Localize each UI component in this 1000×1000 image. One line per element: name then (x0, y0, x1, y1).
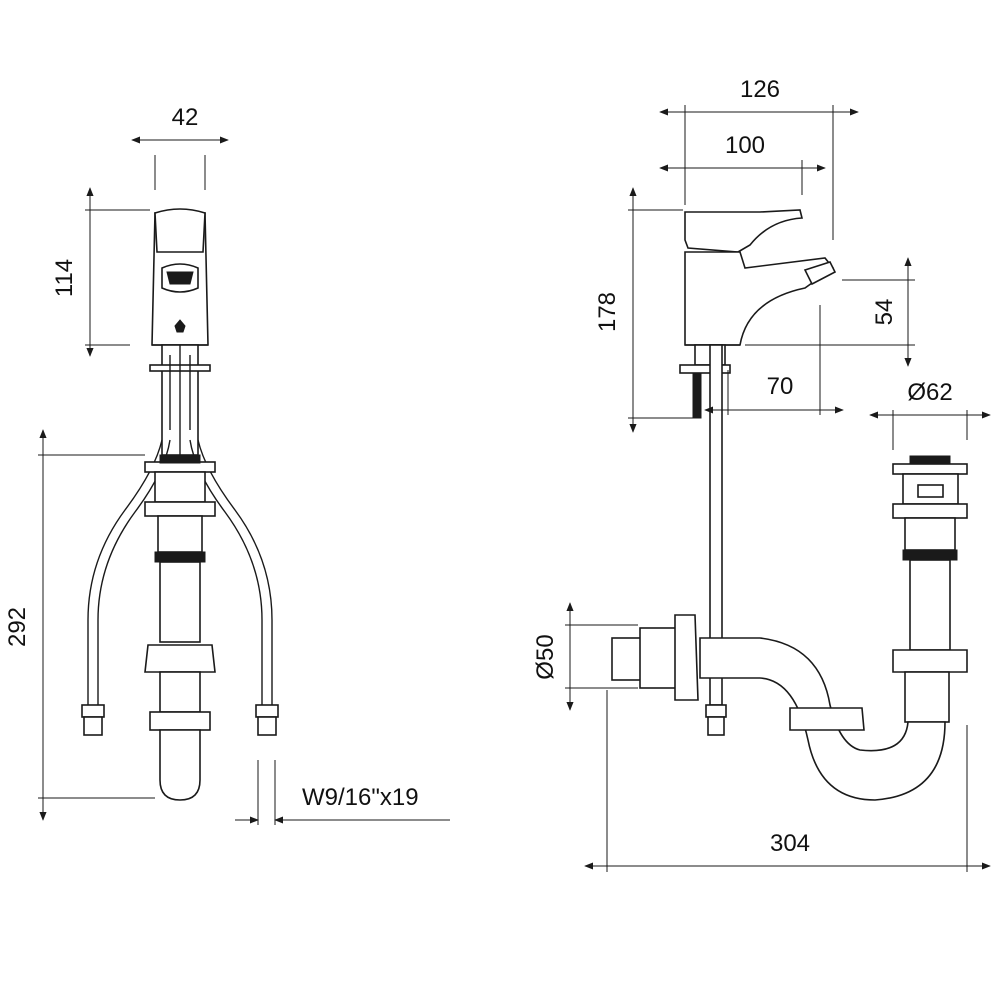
side-height-dimension: 178 (594, 187, 695, 433)
front-width-label: 42 (172, 104, 199, 131)
side-spout-reach-label: 100 (725, 132, 765, 159)
waste-diameter-label: Ø62 (907, 379, 952, 406)
siphon-diameter-dimension: Ø50 (532, 602, 638, 711)
spout-to-center-label: 70 (767, 373, 794, 400)
front-waste-assembly (144, 454, 216, 801)
front-width-dimension: 42 (131, 104, 229, 190)
side-spout-reach-dimension: 100 (659, 132, 826, 195)
side-reach-label: 126 (740, 76, 780, 103)
front-total-height-dimension: 292 (4, 429, 155, 821)
side-mixer-body (684, 209, 837, 346)
front-height-dimension: 114 (51, 187, 150, 357)
connection-thread-label: W9/16"x19 (302, 784, 419, 811)
front-view: 42 114 292 W9/16"x19 (4, 104, 450, 825)
side-waste-assembly (892, 455, 968, 723)
spout-height-dimension: 54 (745, 257, 915, 367)
connection-thread-callout: W9/16"x19 (235, 760, 450, 825)
side-shank-and-hose (679, 344, 731, 736)
total-depth-dimension: 304 (584, 690, 991, 872)
front-height-label: 114 (51, 259, 78, 297)
siphon-trap (611, 614, 946, 801)
siphon-diameter-label: Ø50 (532, 634, 559, 679)
front-total-height-label: 292 (4, 607, 31, 647)
spout-height-label: 54 (871, 299, 898, 326)
side-view: 126 100 178 54 70 (532, 76, 991, 872)
waste-diameter-dimension: Ø62 (869, 379, 991, 450)
side-reach-dimension: 126 (659, 76, 859, 240)
front-mixer-body (151, 208, 209, 346)
side-height-label: 178 (594, 292, 621, 332)
spout-to-center-dimension: 70 (704, 305, 844, 415)
front-mounting-shank (149, 344, 211, 456)
total-depth-label: 304 (770, 830, 810, 857)
